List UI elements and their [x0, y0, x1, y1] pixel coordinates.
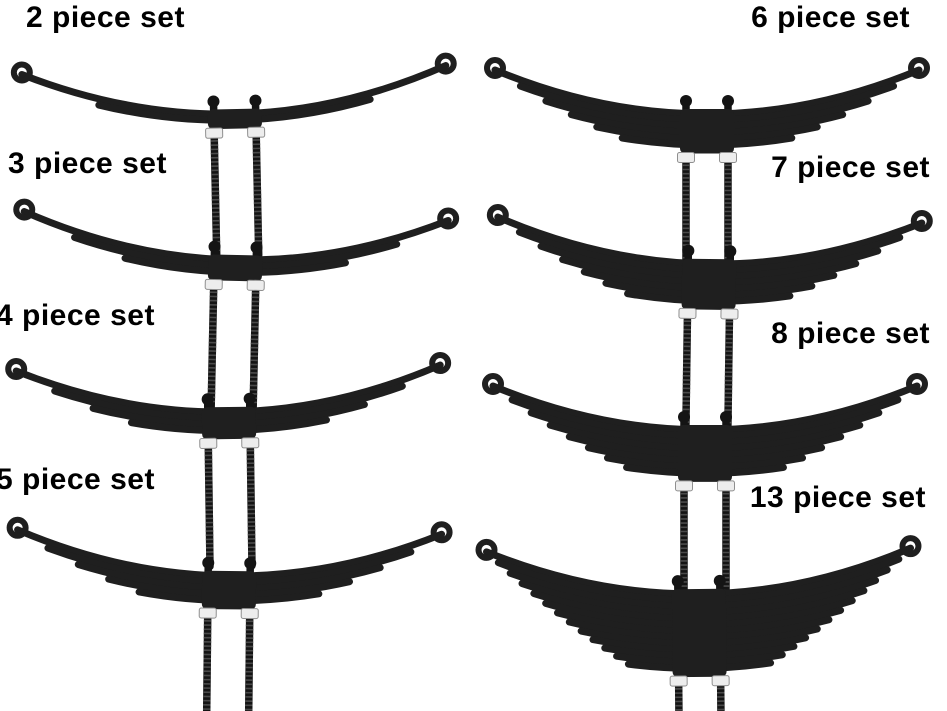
leaf-spring-illustration [6, 516, 453, 711]
leaf-spring-set-3pc: 3 piece set [0, 146, 470, 482]
leaf-spring-illustration [10, 52, 457, 260]
set-label: 5 piece set [0, 463, 155, 496]
leaf-spring-illustration [5, 352, 452, 571]
set-label: 13 piece set [749, 481, 926, 514]
leaf-spring-illustration [482, 373, 928, 613]
leaf-spring-illustration [486, 204, 933, 441]
leaf-spring-set-7pc: 7 piece set [474, 150, 944, 486]
set-label: 6 piece set [751, 1, 910, 34]
leaf-spring-set-8pc: 8 piece set [470, 316, 940, 652]
leaf-spring-set-2pc: 2 piece set [0, 0, 470, 336]
leaf-spring-set-4pc: 4 piece set [0, 298, 464, 634]
set-label: 3 piece set [8, 147, 167, 180]
leaf-spring-set-5pc: 5 piece set [0, 462, 464, 711]
set-label: 8 piece set [771, 317, 930, 350]
leaf-spring-illustration [475, 535, 922, 711]
set-label: 4 piece set [0, 299, 155, 332]
set-label: 7 piece set [771, 151, 930, 184]
leaf-spring-illustration [13, 198, 460, 413]
set-label: 2 piece set [26, 1, 185, 34]
leaf-spring-set-13pc: 13 piece set [464, 480, 934, 711]
